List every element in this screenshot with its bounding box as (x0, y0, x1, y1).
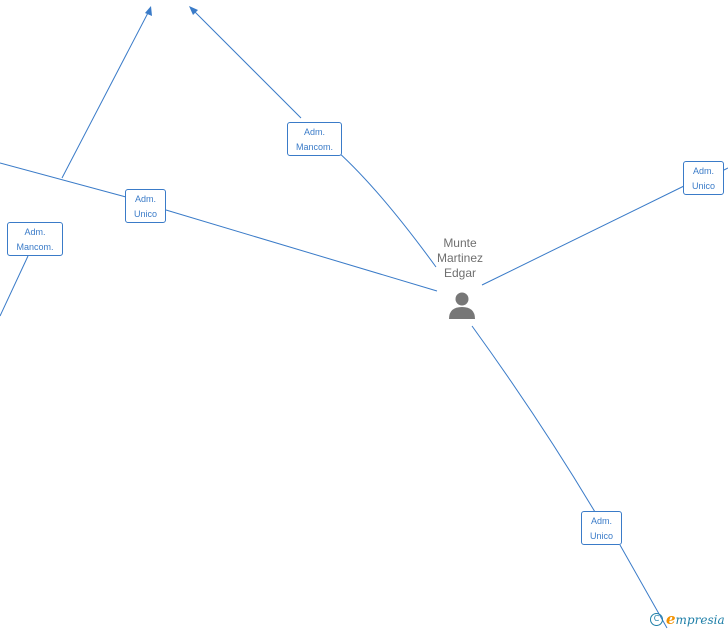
role-box-adm-mancom-left[interactable]: Adm. Mancom. (7, 222, 63, 256)
person-icon[interactable] (447, 290, 477, 320)
role-line2: Mancom. (295, 142, 333, 152)
role-line2: Unico (589, 531, 613, 541)
role-line1: Adm. (24, 227, 46, 237)
role-box-adm-unico-bottom[interactable]: Adm. Unico (581, 511, 622, 545)
person-node-label[interactable]: Munte Martinez Edgar (420, 236, 500, 281)
role-box-adm-unico-right[interactable]: Adm. Unico (683, 161, 724, 195)
arrowhead-top-left (145, 6, 152, 16)
brand-wordmark: empresia (666, 610, 725, 628)
brand-rest: mpresia (675, 613, 725, 627)
role-line1: Adm. (590, 516, 612, 526)
edge-person-to-bottom (471, 325, 668, 629)
arrowhead-top-center (189, 6, 198, 15)
person-name-line3: Edgar (443, 266, 477, 280)
role-line1: Adm. (303, 127, 325, 137)
person-name-line2: Martinez (436, 251, 483, 265)
role-line1: Adm. (134, 194, 156, 204)
copyright-icon: C (650, 612, 663, 626)
role-line2: Unico (133, 209, 157, 219)
edge-person-to-top-center (191, 8, 437, 268)
edge-person-to-right (481, 167, 728, 286)
role-box-adm-unico-left[interactable]: Adm. Unico (125, 189, 166, 223)
role-line2: Unico (691, 181, 715, 191)
edge-left-to-top (0, 8, 151, 317)
role-line1: Adm. (692, 166, 714, 176)
role-line2: Mancom. (16, 242, 54, 252)
edge-left-to-person (0, 162, 438, 292)
person-name-line1: Munte (443, 236, 477, 250)
role-box-adm-mancom-top[interactable]: Adm. Mancom. (287, 122, 342, 156)
brand-logo: C empresia (650, 609, 725, 629)
brand-first-letter: e (666, 610, 676, 628)
